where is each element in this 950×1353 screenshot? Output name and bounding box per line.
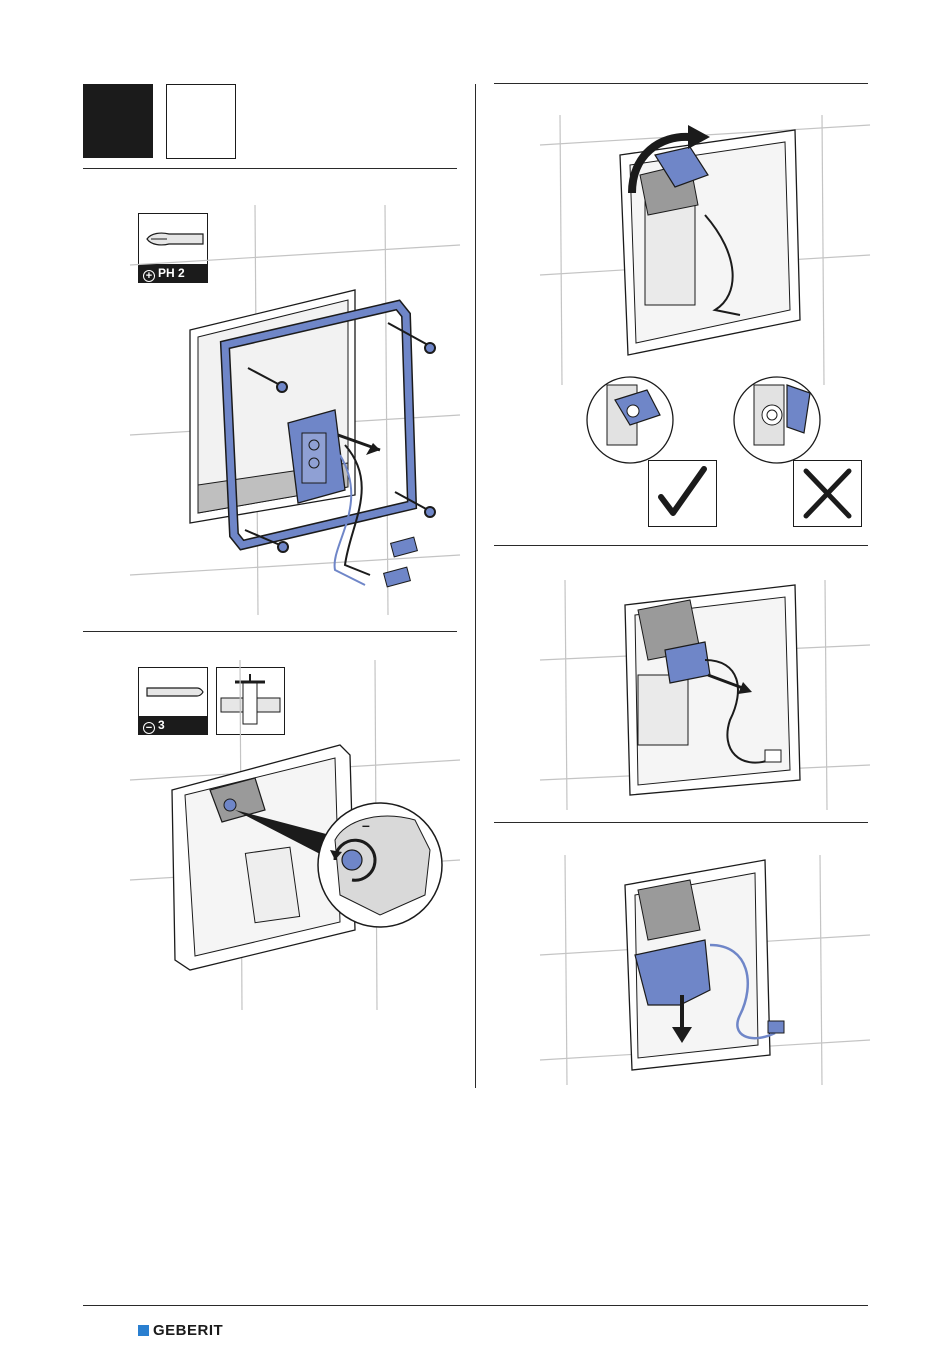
divider (494, 545, 868, 546)
brand-logo: GEBERIT (138, 1322, 223, 1339)
step-number-block (83, 84, 153, 158)
divider (83, 631, 457, 632)
svg-text:–: – (362, 817, 370, 833)
brand-square-icon (138, 1325, 149, 1336)
checkmark-icon (649, 461, 716, 526)
brand-name: GEBERIT (153, 1322, 223, 1339)
divider (494, 83, 868, 84)
divider (494, 822, 868, 823)
illustration-mounting-frame (130, 205, 460, 615)
footer-rule (83, 1305, 868, 1306)
step-box (166, 84, 236, 159)
cross-icon (794, 461, 861, 526)
divider (83, 168, 457, 169)
illustration-remove-solenoid (540, 580, 870, 810)
illustration-valve-turn: – (130, 660, 460, 1010)
detail-correct-position (585, 375, 675, 465)
detail-wrong-position (732, 375, 822, 465)
correct-box (648, 460, 717, 527)
illustration-flush-valve-rotate (540, 115, 870, 385)
illustration-pull-valve-down (540, 855, 870, 1085)
wrong-box (793, 460, 862, 527)
column-divider (475, 84, 476, 1088)
